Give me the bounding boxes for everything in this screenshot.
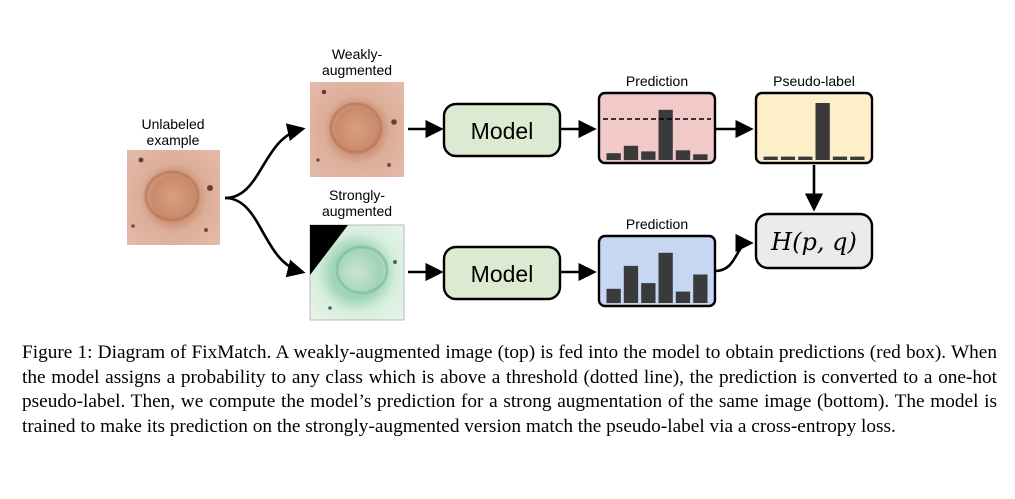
- model-label-bottom: Model: [471, 261, 534, 287]
- prediction-top-bar-1: [606, 153, 621, 160]
- prediction-top-bar-5: [675, 150, 691, 160]
- loss-box: [754, 212, 874, 270]
- weak-label-line1: Weakly-: [332, 46, 383, 62]
- pseudo-label-bars: [763, 103, 865, 160]
- prediction-bottom-bar-3: [641, 283, 656, 303]
- prediction-top-bar-6: [693, 154, 708, 160]
- weak-image: [310, 82, 404, 177]
- pseudo-label-bar-4: [815, 103, 830, 160]
- prediction-top-bars: [606, 109, 708, 161]
- arrow-prediction-to-loss: [714, 233, 754, 273]
- pseudo-label-box: [754, 91, 874, 165]
- prediction-bottom-bar-2: [623, 265, 639, 303]
- prediction-bottom-bar-6: [693, 274, 708, 303]
- model-label-top: Model: [471, 118, 534, 144]
- prediction-top-bar-2: [623, 145, 639, 161]
- prediction-bottom-bars: [606, 252, 708, 304]
- unlabeled-label-line2: example: [147, 132, 200, 148]
- pseudo-label-label: Pseudo-label: [773, 73, 855, 89]
- prediction-bottom-bar-5: [675, 291, 691, 303]
- weak-label-line2: augmented: [322, 62, 392, 78]
- pseudo-label-bar-3: [798, 156, 813, 160]
- strong-label-line2: augmented: [322, 203, 392, 219]
- strong-image: [309, 224, 405, 321]
- pseudo-label-bar-5: [832, 156, 848, 160]
- unlabeled-label-line1: Unlabeled: [141, 116, 204, 132]
- loss-label: H(p, q): [770, 228, 857, 256]
- pseudo-label-bar-2: [780, 156, 796, 160]
- branch-arrow-strong: [224, 196, 306, 278]
- prediction-top-bar-4: [658, 109, 673, 160]
- branch-arrow-weak: [224, 123, 306, 200]
- prediction-top-label: Prediction: [626, 73, 688, 89]
- prediction-bottom-bar-1: [606, 288, 621, 304]
- pseudo-label-bar-1: [763, 156, 778, 160]
- strong-label-line1: Strongly-: [329, 187, 385, 203]
- prediction-top-bar-3: [641, 151, 656, 160]
- figure-caption: Figure 1: Diagram of FixMatch. A weakly-…: [22, 342, 997, 437]
- prediction-bottom-bar-4: [658, 252, 673, 303]
- unlabeled-image: [127, 150, 220, 245]
- fixmatch-diagram: Unlabeled example Weakly- augmented Stro…: [127, 46, 874, 321]
- pseudo-label-bar-6: [850, 156, 865, 160]
- prediction-bottom-label: Prediction: [626, 216, 688, 232]
- prediction-top-box: [597, 91, 717, 165]
